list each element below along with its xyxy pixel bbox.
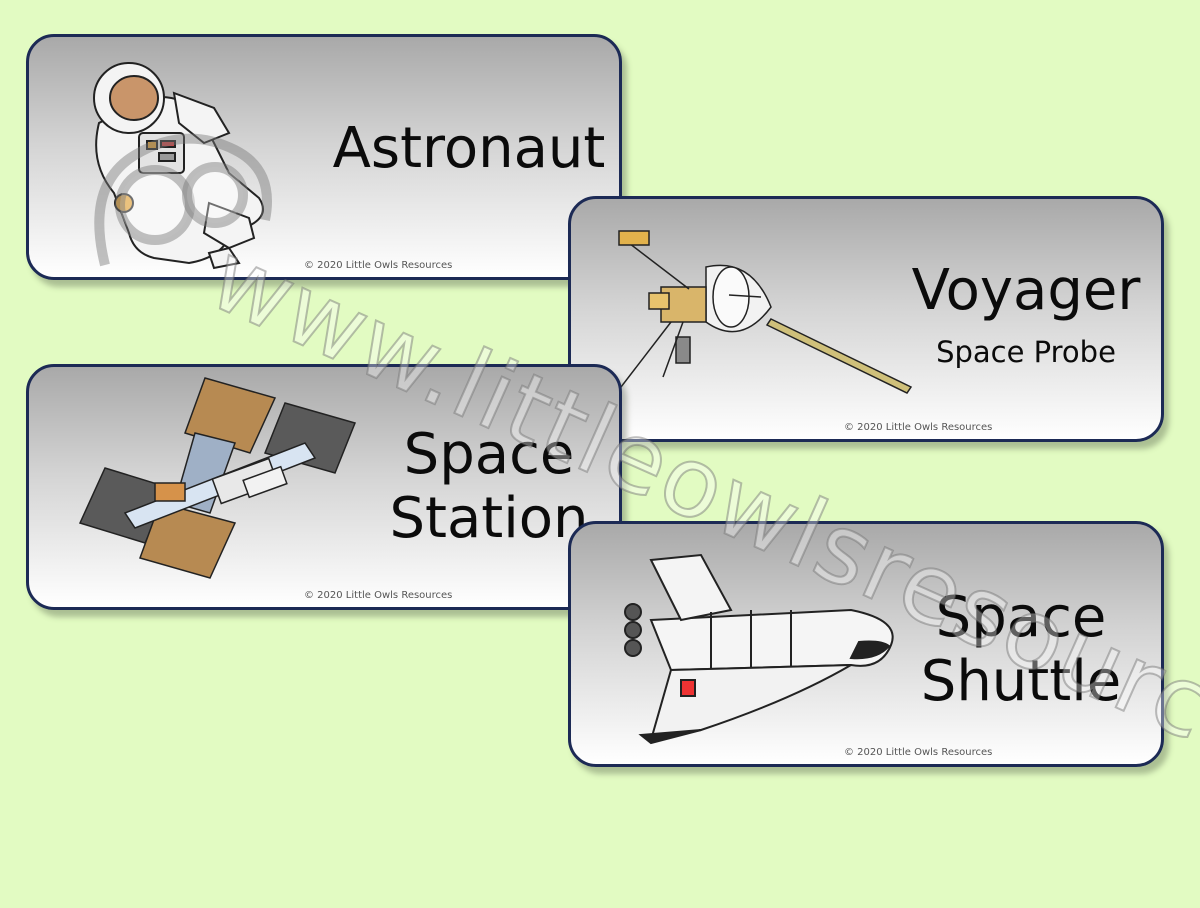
card-title-line2: Shuttle [920, 649, 1122, 714]
card-subtitle: Space Probe [936, 335, 1116, 369]
card-title: Voyager [911, 258, 1141, 323]
card-title-line1: Space [403, 422, 575, 487]
space-shuttle-illustration [624, 553, 894, 745]
copyright-text: © 2020 Little Owls Resources [844, 747, 993, 758]
card-astronaut: Astronaut © 2020 Little Owls Resources [26, 34, 622, 280]
copyright-text: © 2020 Little Owls Resources [844, 422, 993, 433]
astronaut-illustration [93, 62, 264, 270]
card-voyager: Voyager Space Probe © 2020 Little Owls R… [568, 196, 1164, 442]
space-station-illustration [78, 377, 357, 579]
card-station: Space Station © 2020 Little Owls Resourc… [26, 364, 622, 610]
copyright-text: © 2020 Little Owls Resources [304, 260, 453, 271]
card-title-line1: Space [935, 585, 1107, 650]
card-title: Astronaut [332, 116, 606, 181]
voyager-probe-illustration [618, 230, 913, 394]
copyright-text: © 2020 Little Owls Resources [304, 590, 453, 601]
card-shuttle: Space Shuttle © 2020 Little Owls Resourc… [568, 521, 1164, 767]
card-title-line2: Station [389, 486, 589, 551]
